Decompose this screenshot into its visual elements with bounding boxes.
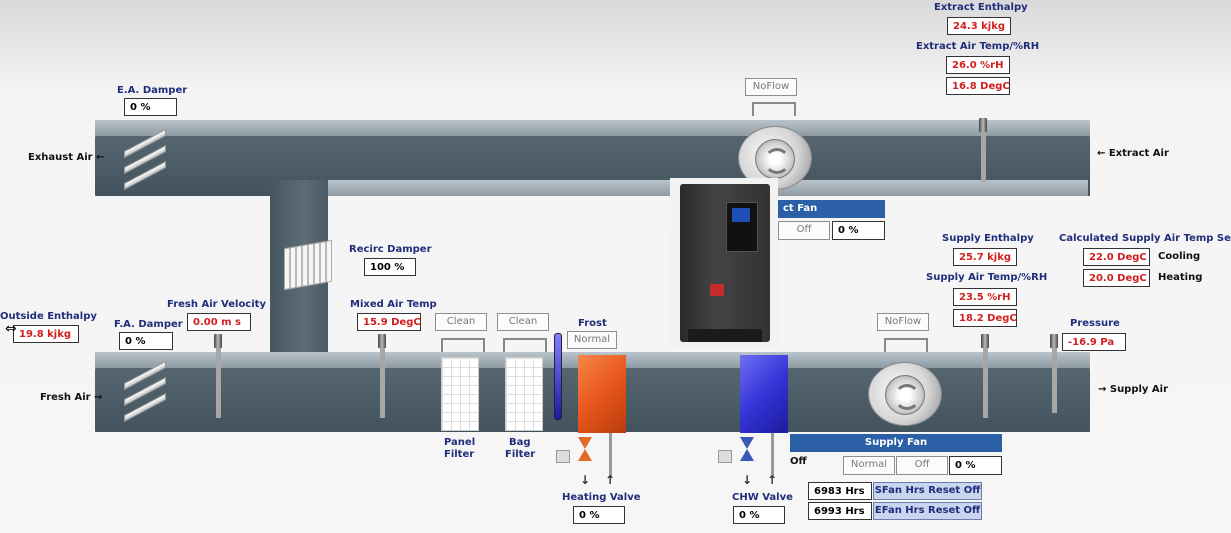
supply-air-label: → Supply Air — [1098, 384, 1169, 395]
chw-actuator-icon — [718, 450, 732, 463]
supply-temp-sensor-icon — [981, 334, 989, 348]
chw-flow-arrow: ↑ — [767, 473, 778, 487]
supply-enthalpy-value: 25.7 kjkg — [953, 248, 1017, 266]
mixed-temp-sensor-probe — [380, 348, 385, 418]
efan-hrs-reset-label: EFan Hrs Reset Off — [874, 505, 981, 516]
extract-fan-speed[interactable]: 0 % — [832, 221, 885, 240]
supply-fan-state[interactable]: Normal — [843, 456, 895, 475]
recirc-damper-label: Recirc Damper — [349, 244, 432, 255]
frost-status[interactable]: Normal — [567, 331, 617, 349]
bag-filter-label-line2: Filter — [505, 449, 536, 460]
heating-return-arrow: ↓ — [580, 473, 591, 487]
efan-hrs-reset-button[interactable]: EFan Hrs Reset Off — [873, 502, 982, 520]
heating-valve-icon[interactable] — [578, 437, 592, 449]
panel-filter-gauge-icon — [441, 338, 485, 352]
frost-label: Frost — [578, 318, 607, 329]
outside-enthalpy-value: 19.8 kjkg — [13, 325, 79, 343]
supply-noflow-status[interactable]: NoFlow — [877, 313, 929, 331]
heating-valve-value[interactable]: 0 % — [573, 506, 625, 524]
supply-fan-speed[interactable]: 0 % — [949, 456, 1002, 475]
frost-thermostat-icon — [554, 333, 562, 420]
supply-temp-rh-label: Supply Air Temp/%RH — [926, 272, 1048, 283]
supply-flow-switch-icon — [884, 338, 928, 352]
heating-setpoint-label: Heating — [1158, 272, 1203, 283]
vfd-drive-image — [670, 178, 778, 348]
heating-flow-arrow: ↑ — [605, 473, 616, 487]
supply-fan-header: Supply Fan — [790, 434, 1002, 452]
supply-fan-hours: 6983 Hrs — [808, 482, 872, 500]
extract-fan-title: ct Fan — [783, 203, 818, 214]
heating-coil — [578, 355, 626, 433]
sfan-hrs-reset-label: SFan Hrs Reset Off — [874, 485, 981, 496]
chw-coil — [740, 355, 788, 433]
mixed-air-temp-value: 15.9 DegC — [357, 313, 421, 331]
bag-filter-label-line1: Bag — [509, 437, 531, 448]
supply-fan-outside-status: Off — [790, 456, 807, 467]
extract-temp-value: 16.8 DegC — [946, 77, 1010, 95]
extract-air-label: ← Extract Air — [1097, 148, 1169, 159]
panel-filter-status[interactable]: Clean — [435, 313, 487, 331]
velocity-sensor-icon — [214, 334, 222, 348]
extract-fan-status[interactable]: Off — [778, 221, 830, 240]
heating-pipe — [609, 433, 612, 477]
fresh-air-velocity-label: Fresh Air Velocity — [167, 299, 266, 310]
ea-damper-value[interactable]: 0 % — [124, 98, 177, 116]
pressure-value: -16.9 Pa — [1062, 333, 1126, 351]
supply-fan-status[interactable]: Off — [896, 456, 948, 475]
chw-valve-icon[interactable] — [740, 437, 754, 449]
fa-damper-label: F.A. Damper — [114, 319, 183, 330]
panel-filter-label-line1: Panel — [444, 437, 476, 448]
extract-enthalpy-value: 24.3 kjkg — [947, 17, 1011, 35]
extract-noflow-status[interactable]: NoFlow — [745, 78, 797, 96]
heating-setpoint-value[interactable]: 20.0 DegC — [1083, 269, 1150, 287]
extract-fan-header: ct Fan — [775, 200, 885, 218]
panel-filter — [441, 357, 479, 431]
supply-rh-value: 23.5 %rH — [953, 288, 1017, 306]
extract-flow-switch-icon — [752, 102, 796, 116]
heating-actuator-icon — [556, 450, 570, 463]
extract-enthalpy-label: Extract Enthalpy — [934, 2, 1028, 13]
chw-valve-value[interactable]: 0 % — [733, 506, 785, 524]
supply-fan-icon[interactable] — [868, 362, 942, 426]
supply-temp-sensor-probe — [983, 348, 988, 418]
resize-cursor-icon: ⇔ — [5, 321, 17, 337]
fa-damper-value[interactable]: 0 % — [119, 332, 173, 350]
mixed-air-temp-label: Mixed Air Temp — [350, 299, 437, 310]
extract-duct-top — [95, 120, 1090, 136]
pressure-sensor-probe — [1052, 348, 1057, 413]
recirc-damper-value[interactable]: 100 % — [364, 258, 416, 276]
chw-valve-label: CHW Valve — [732, 492, 793, 503]
outside-enthalpy-label: Outside Enthalpy — [0, 311, 97, 322]
extract-sensor-icon — [979, 118, 987, 132]
extract-temp-rh-label: Extract Air Temp/%RH — [916, 41, 1040, 52]
bag-filter-status[interactable]: Clean — [497, 313, 549, 331]
extract-fan-hours: 6993 Hrs — [808, 502, 872, 520]
calc-setpoint-label: Calculated Supply Air Temp Set — [1059, 233, 1231, 244]
bag-filter — [505, 357, 543, 431]
chw-return-arrow: ↓ — [742, 473, 753, 487]
bag-filter-gauge-icon — [503, 338, 547, 352]
ea-damper-label: E.A. Damper — [117, 85, 188, 96]
fresh-air-label: Fresh Air → — [40, 392, 103, 403]
cooling-setpoint-value[interactable]: 22.0 DegC — [1083, 248, 1150, 266]
exhaust-air-label: Exhaust Air ← — [28, 152, 105, 163]
fresh-air-velocity-value: 0.00 m s — [187, 313, 251, 331]
heating-valve-label: Heating Valve — [562, 492, 641, 503]
extract-rh-value: 26.0 %rH — [946, 56, 1010, 74]
chw-pipe — [771, 433, 774, 477]
pressure-sensor-icon — [1050, 334, 1058, 348]
supply-temp-value: 18.2 DegC — [953, 309, 1017, 327]
sfan-hrs-reset-button[interactable]: SFan Hrs Reset Off — [873, 482, 982, 500]
supply-fan-title: Supply Fan — [864, 437, 928, 448]
panel-filter-label-line2: Filter — [444, 449, 475, 460]
velocity-sensor-probe — [216, 348, 221, 418]
pressure-label: Pressure — [1070, 318, 1120, 329]
extract-sensor-probe — [981, 132, 986, 182]
mixed-temp-sensor-icon — [378, 334, 386, 348]
cooling-setpoint-label: Cooling — [1158, 251, 1201, 262]
supply-enthalpy-label: Supply Enthalpy — [942, 233, 1034, 244]
